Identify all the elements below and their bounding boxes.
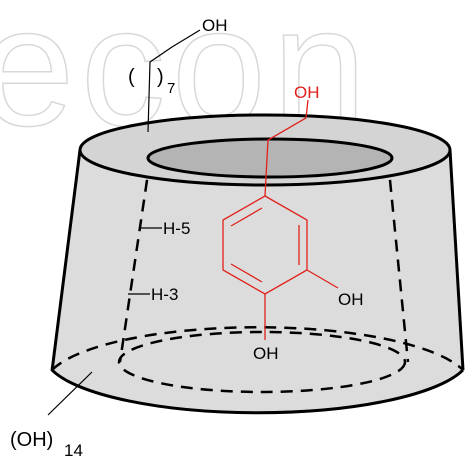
cavity-right-wall — [386, 159, 410, 363]
cavity-bottom-ellipse — [117, 330, 407, 394]
primary-oh-chain — [147, 29, 201, 133]
cavity-left-wall — [118, 159, 152, 363]
guest-oh-bond-right — [306, 269, 339, 289]
guest-oh-bottom: OH — [253, 344, 279, 363]
chain-oh-label: OH — [202, 16, 228, 35]
cone-bottom-back-arc — [51, 326, 464, 371]
cone-left-edge — [50, 149, 82, 372]
bottom-oh-subscript: 14 — [64, 441, 83, 460]
chain-paren-close: ) — [157, 66, 164, 88]
guest-oh-right: OH — [338, 290, 364, 309]
chain-subscript: 7 — [167, 80, 175, 97]
guest-ring-double-3 — [230, 263, 263, 283]
cavity-opening — [146, 137, 394, 179]
cone-right-edge — [448, 149, 465, 371]
guest-molecule — [222, 99, 339, 340]
secondary-oh-leader — [47, 371, 93, 416]
guest-ring-double-1 — [230, 207, 263, 227]
cone-bottom-front-arc — [50, 368, 465, 415]
guest-side-chain — [264, 99, 309, 197]
guest-oh-top: OH — [294, 83, 320, 102]
h5-label: H-5 — [163, 219, 190, 238]
h3-label: H-3 — [151, 285, 178, 304]
bottom-oh-label: (OH) — [10, 429, 53, 451]
chain-paren-open: ( — [128, 66, 135, 88]
cone-body — [52, 150, 463, 413]
